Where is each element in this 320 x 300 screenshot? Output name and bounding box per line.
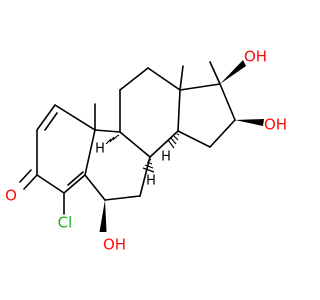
- hash-c8-h: [142, 158, 155, 173]
- bond-c12-c13: [147, 67, 181, 91]
- structural-formula: O Cl OH OH OH H H H: [5, 48, 287, 254]
- stereo-bonds: [99, 60, 264, 232]
- bond-c1-c2-double: [44, 112, 58, 131]
- wedge-c17-oh: [220, 60, 246, 84]
- bond-c11-c12: [119, 67, 149, 91]
- bond-c5-c6: [84, 174, 106, 201]
- hash-c9-h: [105, 134, 120, 145]
- bond-c5-c10: [84, 129, 96, 176]
- bond-c15-c14: [177, 130, 211, 148]
- bond-c13-c18: [179, 65, 184, 91]
- bond-c9-c10: [94, 129, 121, 133]
- wedge-c6-oh: [99, 200, 107, 232]
- hash-c14-h: [167, 133, 180, 149]
- hydroxyl-16-label: OH: [264, 116, 287, 134]
- bond-network: [19, 61, 236, 215]
- bond-c13-c14: [177, 89, 181, 132]
- bond-c7-c8: [139, 156, 151, 197]
- bond-c1-c2: [36, 104, 56, 131]
- bond-c17-c16: [219, 83, 236, 121]
- bond-c4-c5-double: [67, 171, 84, 186]
- stereo-h-9-label: H: [95, 142, 105, 157]
- bond-c14-c8: [149, 130, 179, 158]
- bond-c3-o-double: [19, 169, 32, 183]
- bond-c6-c7: [104, 195, 141, 201]
- bond-c4-c5: [63, 174, 86, 194]
- stereo-h-14-label: H: [161, 150, 171, 165]
- bond-c16-c15: [209, 119, 236, 148]
- bond-c17-methyl: [209, 61, 221, 85]
- chlorine-label: Cl: [58, 214, 73, 232]
- wedge-c16-oh: [235, 119, 264, 126]
- hydroxyl-17-label: OH: [244, 48, 267, 66]
- bond-c3-o: [23, 174, 38, 190]
- bond-c3-c4: [36, 174, 65, 194]
- ketone-oxygen-label: O: [5, 187, 17, 205]
- hydroxyl-6-label: OH: [103, 236, 126, 254]
- bond-c8-c9: [119, 131, 151, 158]
- bond-c13-c17: [179, 83, 221, 91]
- stereo-h-8-label: H: [146, 174, 156, 189]
- bond-c10-c1: [54, 104, 96, 131]
- atom-labels: O Cl OH OH OH H H H: [5, 48, 287, 254]
